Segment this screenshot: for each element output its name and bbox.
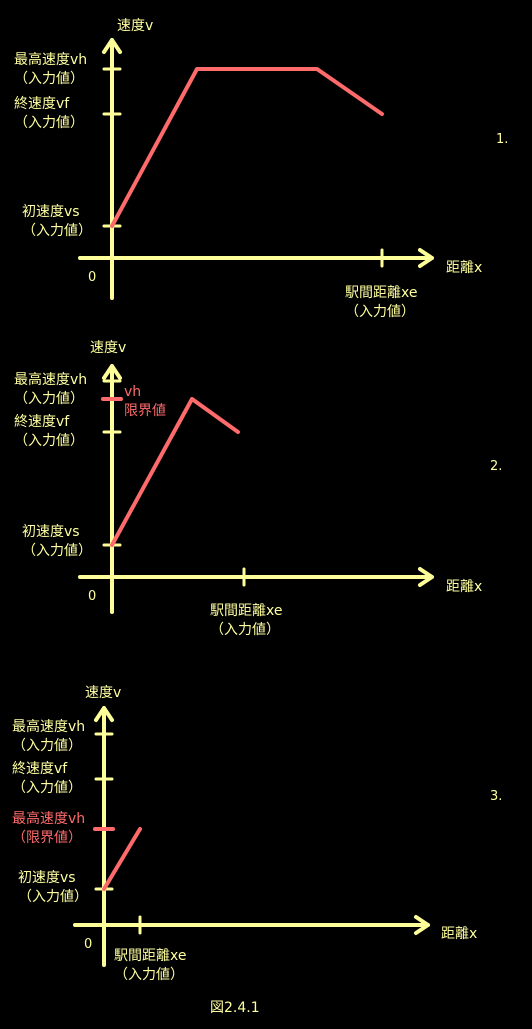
diagram-1-xe-sub: （入力値） bbox=[345, 304, 415, 320]
diagram-3-number: 3. bbox=[490, 789, 502, 804]
diagram-1-vs-sub: （入力値） bbox=[22, 223, 92, 239]
diagram-2-y-axis bbox=[102, 364, 122, 614]
diagram-3-vs-sub: （入力値） bbox=[18, 889, 88, 905]
diagram-1-number: 1. bbox=[496, 132, 508, 147]
diagram-3: 速度v 最高速度vh （入力値） 終速度vf （入力値） 最高速度vh （限界値… bbox=[12, 685, 502, 983]
diagram-1-vs-label: 初速度vs bbox=[22, 203, 80, 220]
diagram-2-vs-label: 初速度vs bbox=[22, 523, 80, 540]
diagram-2: 速度v 最高速度vh （入力値） vh 限界値 終速度vf （入力値） 初速度v… bbox=[14, 340, 502, 638]
diagram-3-y-axis-label: 速度v bbox=[85, 685, 121, 701]
diagram-3-x-axis-label: 距離x bbox=[441, 925, 477, 942]
diagram-1: 速度v 最高速度vh （入力値） 終速度vf （入力値） 初速度vs （入力値）… bbox=[14, 18, 508, 320]
diagram-3-origin: 0 bbox=[84, 937, 92, 952]
diagram-1-xe-label: 駅間距離xe bbox=[345, 284, 417, 301]
diagram-2-speed-curve bbox=[110, 397, 240, 547]
diagram-3-limit-label: 最高速度vh bbox=[12, 810, 85, 827]
diagram-1-y-axis-label: 速度v bbox=[117, 18, 153, 34]
diagram-2-vh-label: 最高速度vh bbox=[14, 371, 87, 388]
diagram-3-limit-sub: （限界値） bbox=[12, 830, 82, 846]
diagram-2-vf-label: 終速度vf bbox=[14, 414, 70, 430]
diagram-2-xe-sub: （入力値） bbox=[210, 622, 280, 638]
diagram-1-vf-sub: （入力値） bbox=[14, 115, 84, 131]
diagram-2-limit-label: vh bbox=[124, 384, 141, 400]
diagram-1-x-axis-label: 距離x bbox=[446, 259, 482, 276]
diagram-3-vf-sub: （入力値） bbox=[12, 780, 82, 796]
diagram-2-x-axis-label: 距離x bbox=[446, 578, 482, 595]
diagram-2-x-axis bbox=[78, 567, 434, 587]
diagram-3-xe-sub: （入力値） bbox=[114, 967, 184, 983]
diagram-3-vf-label: 終速度vf bbox=[12, 761, 68, 777]
diagram-2-vh-sub: （入力値） bbox=[14, 391, 84, 407]
diagram-3-vh-label: 最高速度vh bbox=[12, 718, 85, 735]
diagram-1-y-axis bbox=[102, 38, 122, 300]
figure-caption: 図2.4.1 bbox=[210, 1000, 260, 1016]
diagram-1-speed-curve bbox=[110, 67, 384, 228]
diagram-2-limit-sub: 限界値 bbox=[124, 403, 166, 419]
diagram-2-origin: 0 bbox=[88, 589, 96, 604]
diagram-1-vf-label: 終速度vf bbox=[14, 96, 70, 112]
diagram-1-vh-sub: （入力値） bbox=[14, 71, 84, 87]
diagram-3-vh-sub: （入力値） bbox=[12, 738, 82, 754]
diagram-2-vs-sub: （入力値） bbox=[22, 543, 92, 559]
diagram-1-origin: 0 bbox=[88, 270, 96, 285]
diagram-3-speed-curve bbox=[102, 827, 142, 891]
diagram-3-vs-label: 初速度vs bbox=[18, 869, 76, 886]
diagram-2-vf-sub: （入力値） bbox=[14, 433, 84, 449]
diagram-3-x-axis bbox=[73, 915, 430, 935]
diagram-2-number: 2. bbox=[490, 459, 502, 474]
diagram-2-y-axis-label: 速度v bbox=[90, 340, 126, 356]
diagram-3-xe-label: 駅間距離xe bbox=[114, 947, 186, 964]
diagram-2-xe-label: 駅間距離xe bbox=[210, 602, 282, 619]
diagram-1-x-axis bbox=[78, 248, 434, 268]
diagram-3-y-axis bbox=[94, 706, 114, 967]
diagram-1-vh-label: 最高速度vh bbox=[14, 51, 87, 68]
